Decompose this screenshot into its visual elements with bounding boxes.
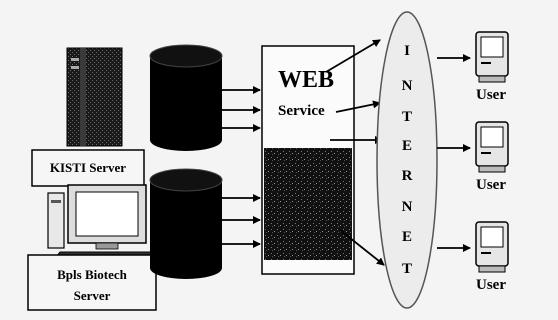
web-service-title: WEB xyxy=(278,68,334,92)
desktop-computer-icon xyxy=(48,185,158,262)
bioinfo-server-label-line1: Bpls Biotech xyxy=(28,268,156,281)
database-icon xyxy=(150,169,222,279)
user-label: User xyxy=(476,178,506,193)
web-service-subtitle: Service xyxy=(278,104,325,119)
internet-letter: R xyxy=(397,169,417,184)
internet-letter: N xyxy=(397,200,417,215)
internet-letter: T xyxy=(397,110,417,125)
internet-to-user-arrows xyxy=(437,58,470,248)
internet-letter: I xyxy=(397,44,417,59)
database-icon xyxy=(150,45,222,151)
internet-letter: E xyxy=(397,139,417,154)
user-label: User xyxy=(476,278,506,293)
server-tower-icon xyxy=(67,48,122,146)
db-to-web-arrows xyxy=(222,90,260,244)
kisti-server-label: KISTI Server xyxy=(32,161,144,174)
user-computer-icon xyxy=(476,222,508,272)
bioinfo-server-label-line2: Server xyxy=(28,289,156,302)
user-computer-icon xyxy=(476,122,508,172)
user-label: User xyxy=(476,88,506,103)
internet-letter: N xyxy=(397,79,417,94)
user-computer-icon xyxy=(476,32,508,82)
internet-letter: E xyxy=(397,230,417,245)
internet-letter: T xyxy=(397,262,417,277)
